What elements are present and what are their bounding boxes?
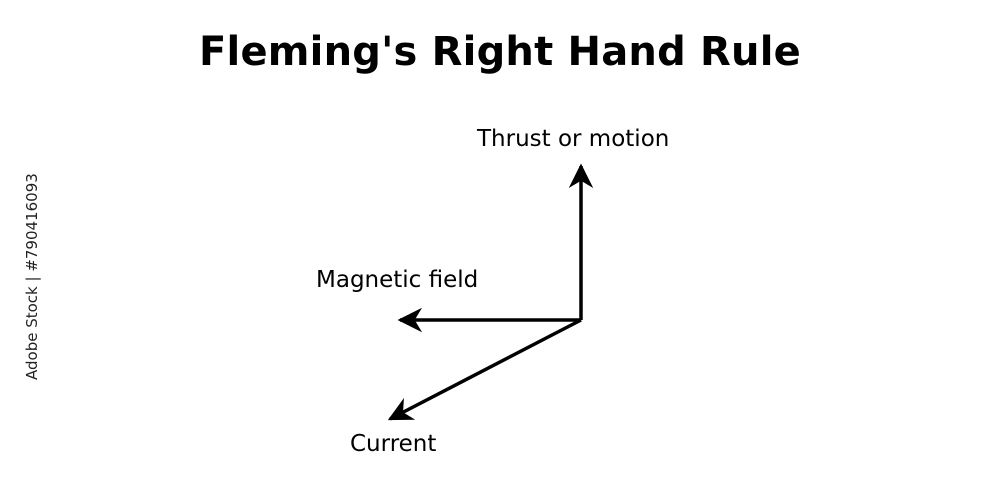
- magnetic-field-label: Magnetic field: [316, 267, 479, 293]
- current-label: Current: [350, 431, 437, 457]
- stock-id-watermark: Adobe Stock | #790416093: [23, 173, 41, 380]
- current-arrow: [387, 318, 582, 421]
- thrust-label: Thrust or motion: [477, 126, 670, 152]
- diagram-title: Fleming's Right Hand Rule: [199, 29, 801, 75]
